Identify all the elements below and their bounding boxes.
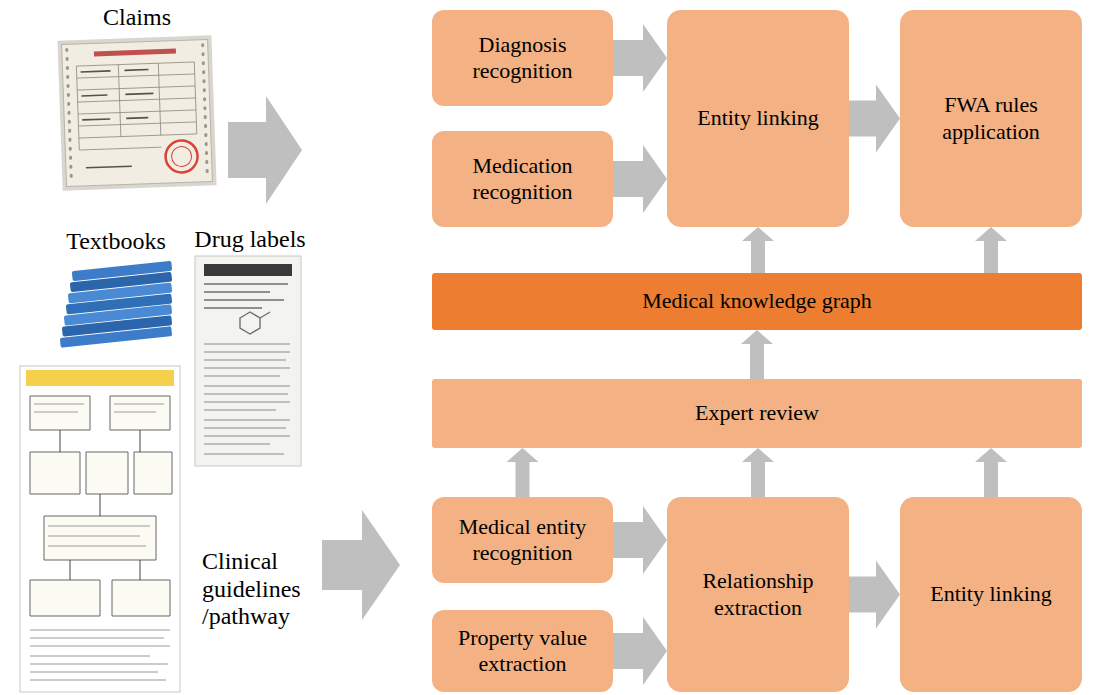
flow-arrow bbox=[507, 448, 539, 497]
guideline-print bbox=[30, 404, 170, 680]
node-text: Medication recognition bbox=[440, 153, 605, 206]
textbook-stack bbox=[60, 261, 172, 348]
flow-arrow bbox=[849, 85, 900, 153]
source-label: Drug labels bbox=[188, 226, 312, 254]
photo-ground bbox=[57, 35, 216, 190]
flow-arrow bbox=[975, 227, 1007, 273]
source-label: Clinical guidelines /pathway bbox=[202, 548, 320, 631]
knowledge-band: Medical knowledge graph bbox=[432, 273, 1082, 330]
source-label: Textbooks bbox=[50, 228, 182, 256]
input-arrow bbox=[228, 96, 302, 204]
flow-arrow bbox=[613, 506, 667, 574]
node-text: Expert review bbox=[695, 400, 819, 426]
label-print bbox=[204, 284, 288, 334]
flow-arrow bbox=[975, 448, 1007, 497]
guideline-document bbox=[20, 366, 180, 692]
guideline-flow-lines bbox=[60, 430, 140, 580]
node-text: Entity linking bbox=[697, 105, 819, 131]
label-paper bbox=[195, 256, 301, 466]
book bbox=[60, 326, 172, 348]
node-text: Diagnosis recognition bbox=[440, 32, 605, 85]
input-arrow bbox=[322, 510, 400, 620]
review-band: Expert review bbox=[432, 379, 1082, 448]
receipt-grid bbox=[76, 62, 197, 150]
red-stamp bbox=[171, 146, 192, 167]
process-box: Diagnosis recognition bbox=[432, 10, 613, 106]
node-text: Relationship extraction bbox=[675, 568, 841, 621]
flow-arrow bbox=[742, 448, 774, 497]
guideline-flow-boxes bbox=[30, 396, 172, 616]
node-text: Entity linking bbox=[930, 581, 1052, 607]
process-box: FWA rules application bbox=[900, 10, 1082, 227]
process-box: Relationship extraction bbox=[667, 497, 849, 692]
flow-arrow bbox=[742, 227, 774, 273]
receipt-paper bbox=[62, 39, 213, 186]
process-box: Property value extraction bbox=[432, 610, 613, 692]
source-label: Claims bbox=[62, 4, 212, 32]
guideline-paper bbox=[20, 366, 180, 692]
red-stamp bbox=[165, 140, 198, 173]
label-print bbox=[204, 344, 290, 454]
perforation bbox=[203, 45, 208, 178]
flow-arrow bbox=[613, 24, 667, 92]
flow-arrow bbox=[613, 145, 667, 213]
process-box: Medication recognition bbox=[432, 131, 613, 227]
node-text: FWA rules application bbox=[908, 92, 1074, 145]
flow-arrow bbox=[741, 330, 773, 379]
flow-arrow bbox=[849, 561, 900, 629]
node-text: Property value extraction bbox=[440, 625, 605, 678]
perforation bbox=[67, 49, 72, 182]
label-title bbox=[204, 264, 292, 276]
node-text: Medical knowledge graph bbox=[642, 288, 872, 314]
process-box: Entity linking bbox=[667, 10, 849, 227]
process-box: Medical entity recognition bbox=[432, 497, 613, 583]
guideline-header bbox=[26, 370, 174, 386]
flow-arrow bbox=[613, 617, 667, 685]
node-text: Medical entity recognition bbox=[440, 514, 605, 567]
receipt-print bbox=[81, 69, 156, 167]
claim-receipt bbox=[57, 35, 216, 190]
receipt-title bbox=[94, 49, 176, 57]
process-box: Entity linking bbox=[900, 497, 1082, 692]
drug-label-sheet bbox=[195, 256, 301, 466]
